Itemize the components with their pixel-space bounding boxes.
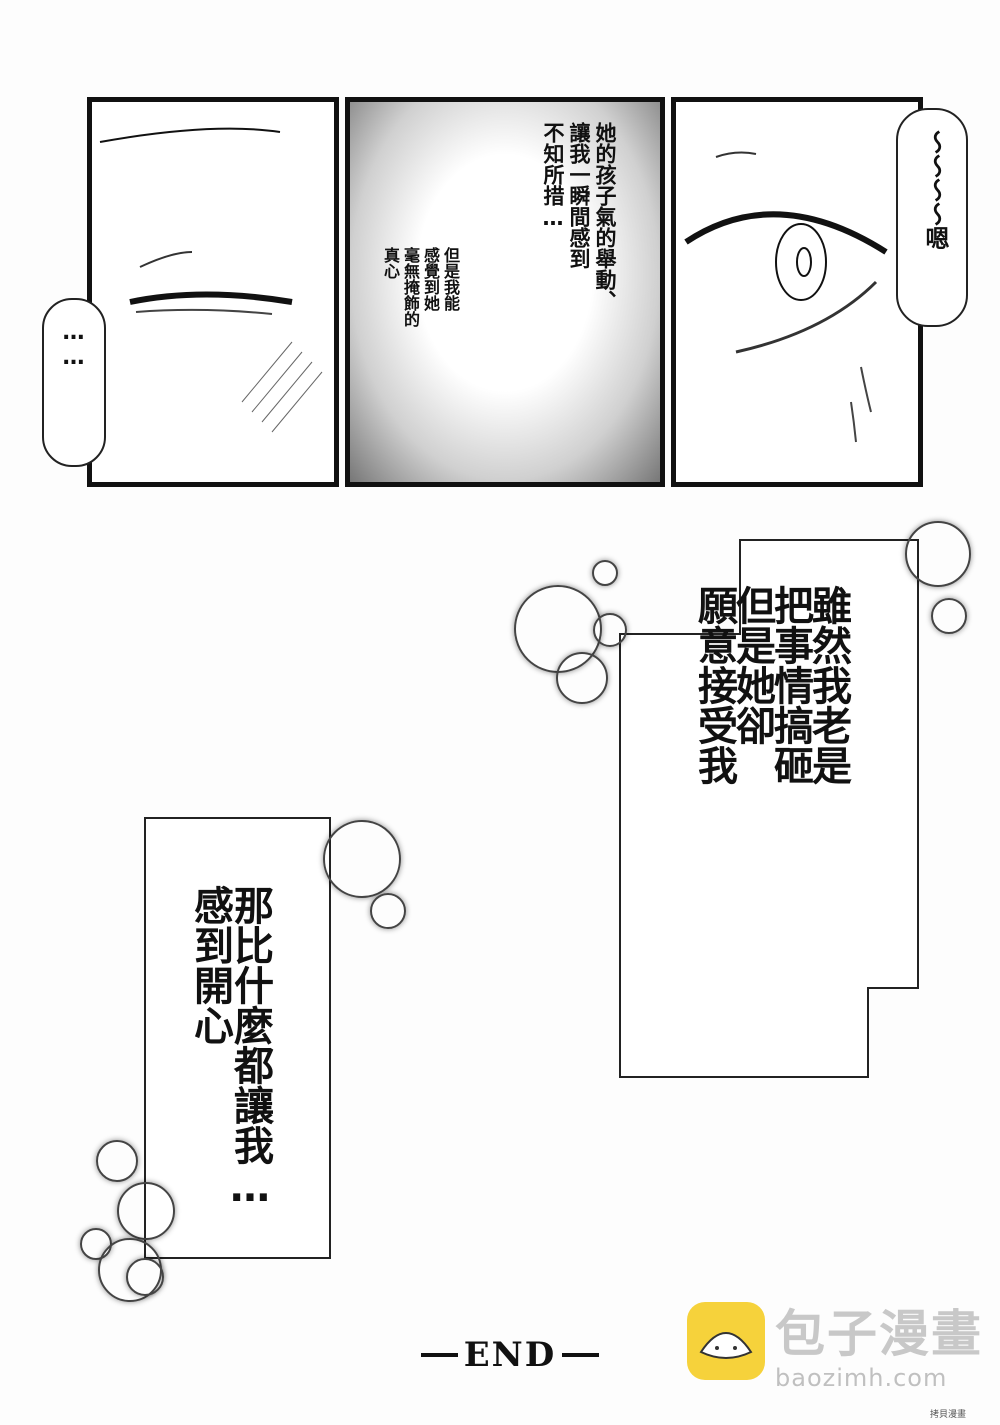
- bubble-circle: [323, 820, 401, 898]
- watermark-small: 拷貝漫畫: [930, 1410, 967, 1420]
- bubble-text: ……: [61, 320, 86, 370]
- caption-sub: 但是我能 感覺到她 毫無掩飾的 真心: [381, 247, 460, 327]
- narration-left-text: 那比什麼都讓我… 感到開心: [187, 885, 273, 1211]
- closed-eye-drawing: [99, 127, 323, 433]
- bubble-circle: [117, 1182, 175, 1240]
- bubble-text: ～～～～嗯: [921, 130, 949, 250]
- end-bar-left: [421, 1353, 458, 1357]
- panel-wide-eye: [671, 97, 923, 487]
- panel-caption: 她的孩子氣的舉動、 讓我一瞬間感到 不知所措… 但是我能 感覺到她 毫無掩飾的 …: [345, 97, 665, 487]
- speech-bubble-ellipsis: ……: [42, 298, 106, 467]
- caption-main: 她的孩子氣的舉動、 讓我一瞬間感到 不知所措…: [541, 122, 617, 311]
- bubble-circle: [96, 1140, 138, 1182]
- bubble-circle: [931, 598, 967, 634]
- bubble-circle: [593, 613, 627, 647]
- watermark-url: baozimh.com: [775, 1364, 948, 1392]
- watermark-logo[interactable]: 包子漫畫 baozimh.com: [683, 1292, 993, 1400]
- wide-eye-drawing: [684, 151, 888, 443]
- bubble-circle: [592, 560, 618, 586]
- bubble-circle: [905, 521, 971, 587]
- panel-closed-eye: [87, 97, 339, 487]
- bubble-circle: [126, 1258, 164, 1296]
- end-label: END: [415, 1335, 605, 1375]
- end-text: END: [463, 1335, 557, 1375]
- end-bar-right: [562, 1353, 599, 1357]
- narration-right-text: 雖然我老是 把事情搞砸 但是她卻 願意接受我: [691, 585, 851, 785]
- watermark-name: 包子漫畫: [775, 1305, 983, 1363]
- bubble-circle: [556, 652, 608, 704]
- speech-bubble-hmm: ～～～～嗯: [896, 108, 968, 327]
- bun-mascot-icon: [687, 1302, 765, 1380]
- bubble-circle: [370, 893, 406, 929]
